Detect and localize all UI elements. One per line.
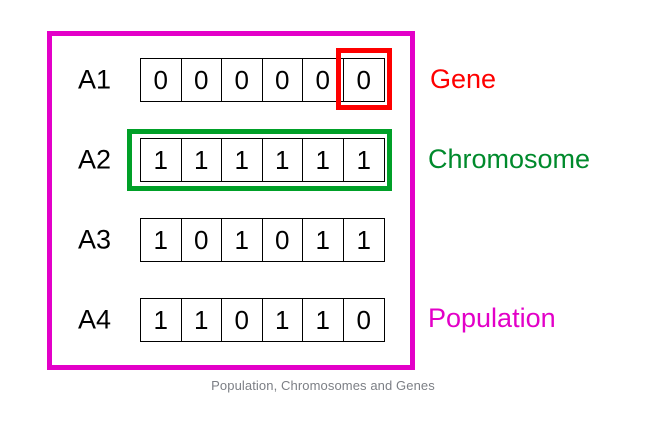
gene-cell: 1 <box>303 219 344 261</box>
gene-strip-a2: 1 1 1 1 1 1 <box>140 138 385 182</box>
gene-cell: 1 <box>141 139 182 181</box>
gene-cell: 1 <box>141 219 182 261</box>
gene-cell: 0 <box>222 299 263 341</box>
gene-cell: 1 <box>181 139 222 181</box>
gene-cell: 0 <box>343 299 384 341</box>
chromosome-row-a1: A1 0 0 0 0 0 0 <box>0 58 646 102</box>
gene-strip-a4: 1 1 0 1 1 0 <box>140 298 385 342</box>
annotation-gene: Gene <box>430 64 497 94</box>
gene-cell: 1 <box>343 139 384 181</box>
annotation-chromosome: Chromosome <box>428 144 591 174</box>
gene-cell: 0 <box>141 59 182 101</box>
annotation-population: Population <box>428 303 556 333</box>
gene-cell: 1 <box>141 299 182 341</box>
row-label-a3: A3 <box>78 224 112 255</box>
gene-highlight-box <box>336 48 392 110</box>
gene-cell: 1 <box>303 299 344 341</box>
gene-strip-a1: 0 0 0 0 0 0 <box>140 58 385 102</box>
gene-cell: 1 <box>222 219 263 261</box>
gene-strip-a3: 1 0 1 0 1 1 <box>140 218 385 262</box>
gene-cell: 1 <box>343 219 384 261</box>
row-label-a4: A4 <box>78 304 112 335</box>
gene-cell: 1 <box>303 139 344 181</box>
gene-cell: 0 <box>262 59 303 101</box>
gene-cell: 1 <box>262 299 303 341</box>
row-label-a2: A2 <box>78 144 112 175</box>
chromosome-highlight-box <box>127 129 392 191</box>
gene-cell: 0 <box>181 59 222 101</box>
row-label-a1: A1 <box>78 64 112 95</box>
chromosome-row-a4: A4 1 1 0 1 1 0 <box>0 298 646 342</box>
figure-caption: Population, Chromosomes and Genes <box>211 378 435 393</box>
gene-cell: 1 <box>222 139 263 181</box>
gene-cell: 0 <box>222 59 263 101</box>
chromosome-row-a3: A3 1 0 1 0 1 1 <box>0 218 646 262</box>
gene-cell: 1 <box>262 139 303 181</box>
gene-cell: 0 <box>262 219 303 261</box>
gene-cell: 0 <box>343 59 384 101</box>
gene-cell: 0 <box>181 219 222 261</box>
chromosome-row-a2: A2 1 1 1 1 1 1 <box>0 138 646 182</box>
gene-cell: 1 <box>181 299 222 341</box>
